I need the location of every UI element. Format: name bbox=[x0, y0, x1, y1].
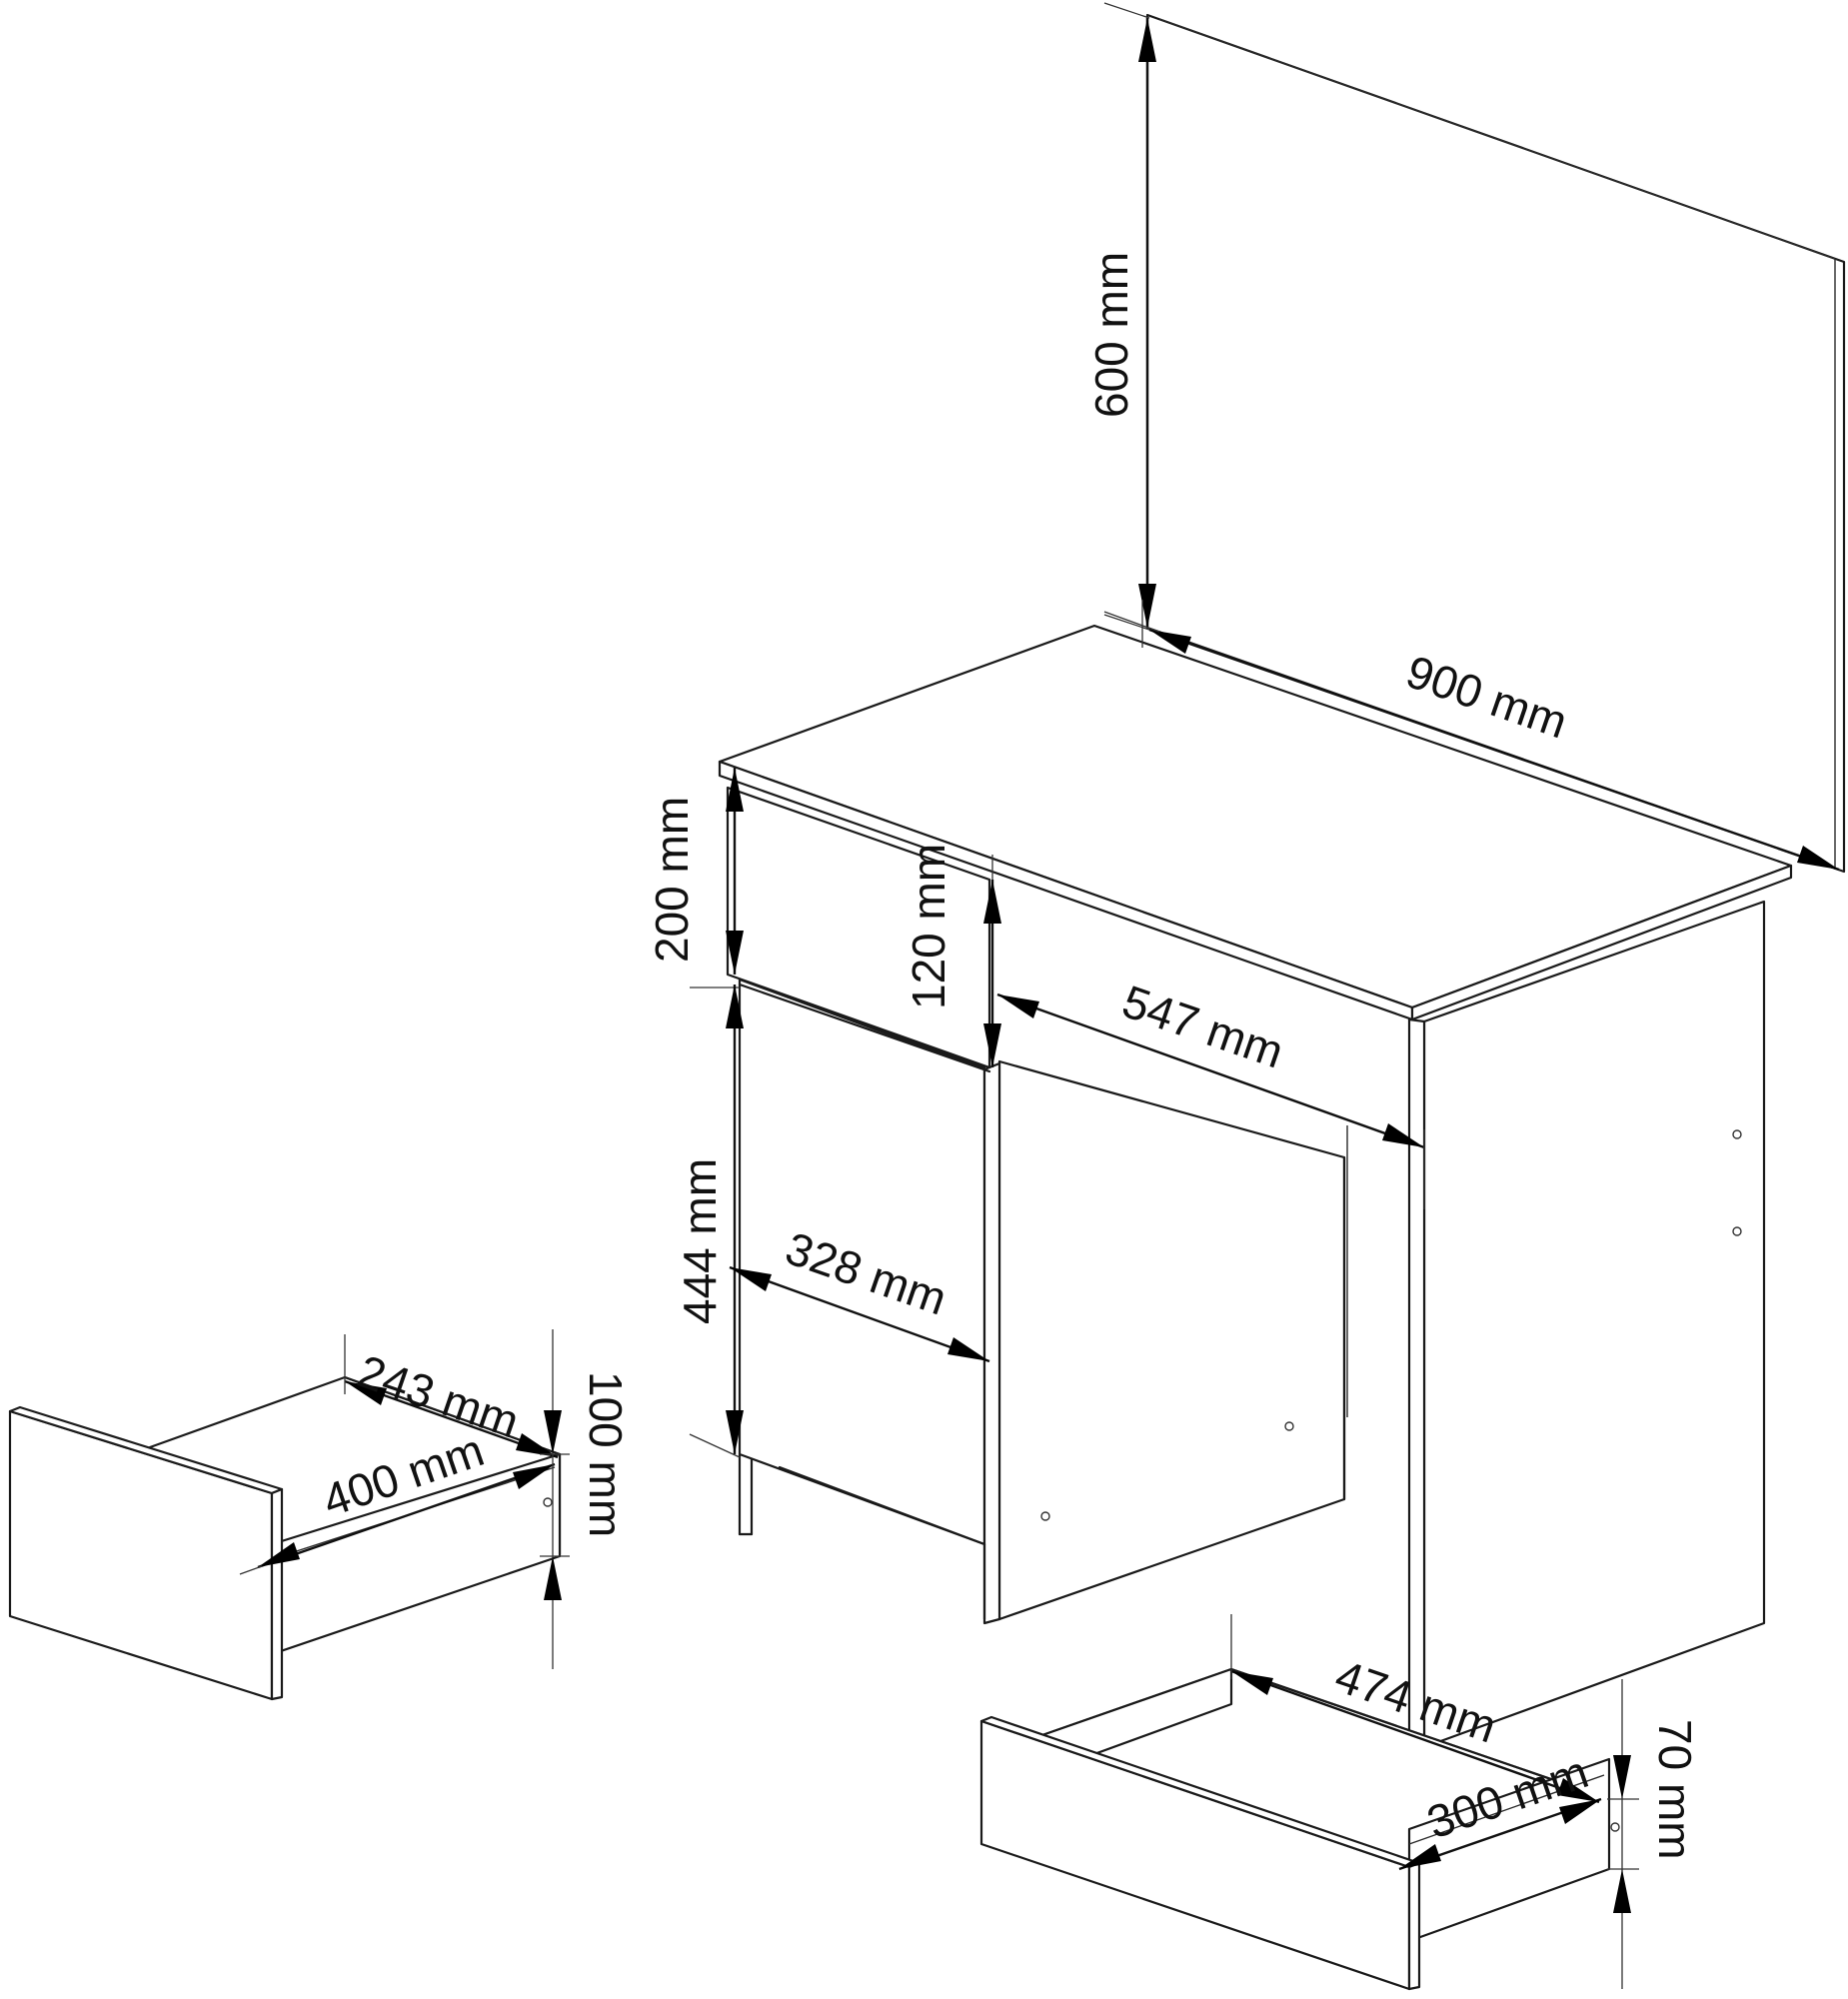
dimension-lines bbox=[239, 18, 1840, 1989]
label-444mm: 444 mm bbox=[674, 1158, 726, 1324]
label-600mm: 600 mm bbox=[1085, 252, 1137, 418]
label-100mm: 100 mm bbox=[580, 1371, 632, 1537]
small-drawer bbox=[8, 1375, 562, 1701]
label-547mm: 547 mm bbox=[1116, 975, 1290, 1077]
label-120mm: 120 mm bbox=[903, 844, 954, 1009]
label-200mm: 200 mm bbox=[646, 797, 698, 963]
label-70mm: 70 mm bbox=[1649, 1719, 1701, 1860]
large-drawer bbox=[979, 1667, 1620, 1991]
desk bbox=[718, 624, 1793, 1749]
